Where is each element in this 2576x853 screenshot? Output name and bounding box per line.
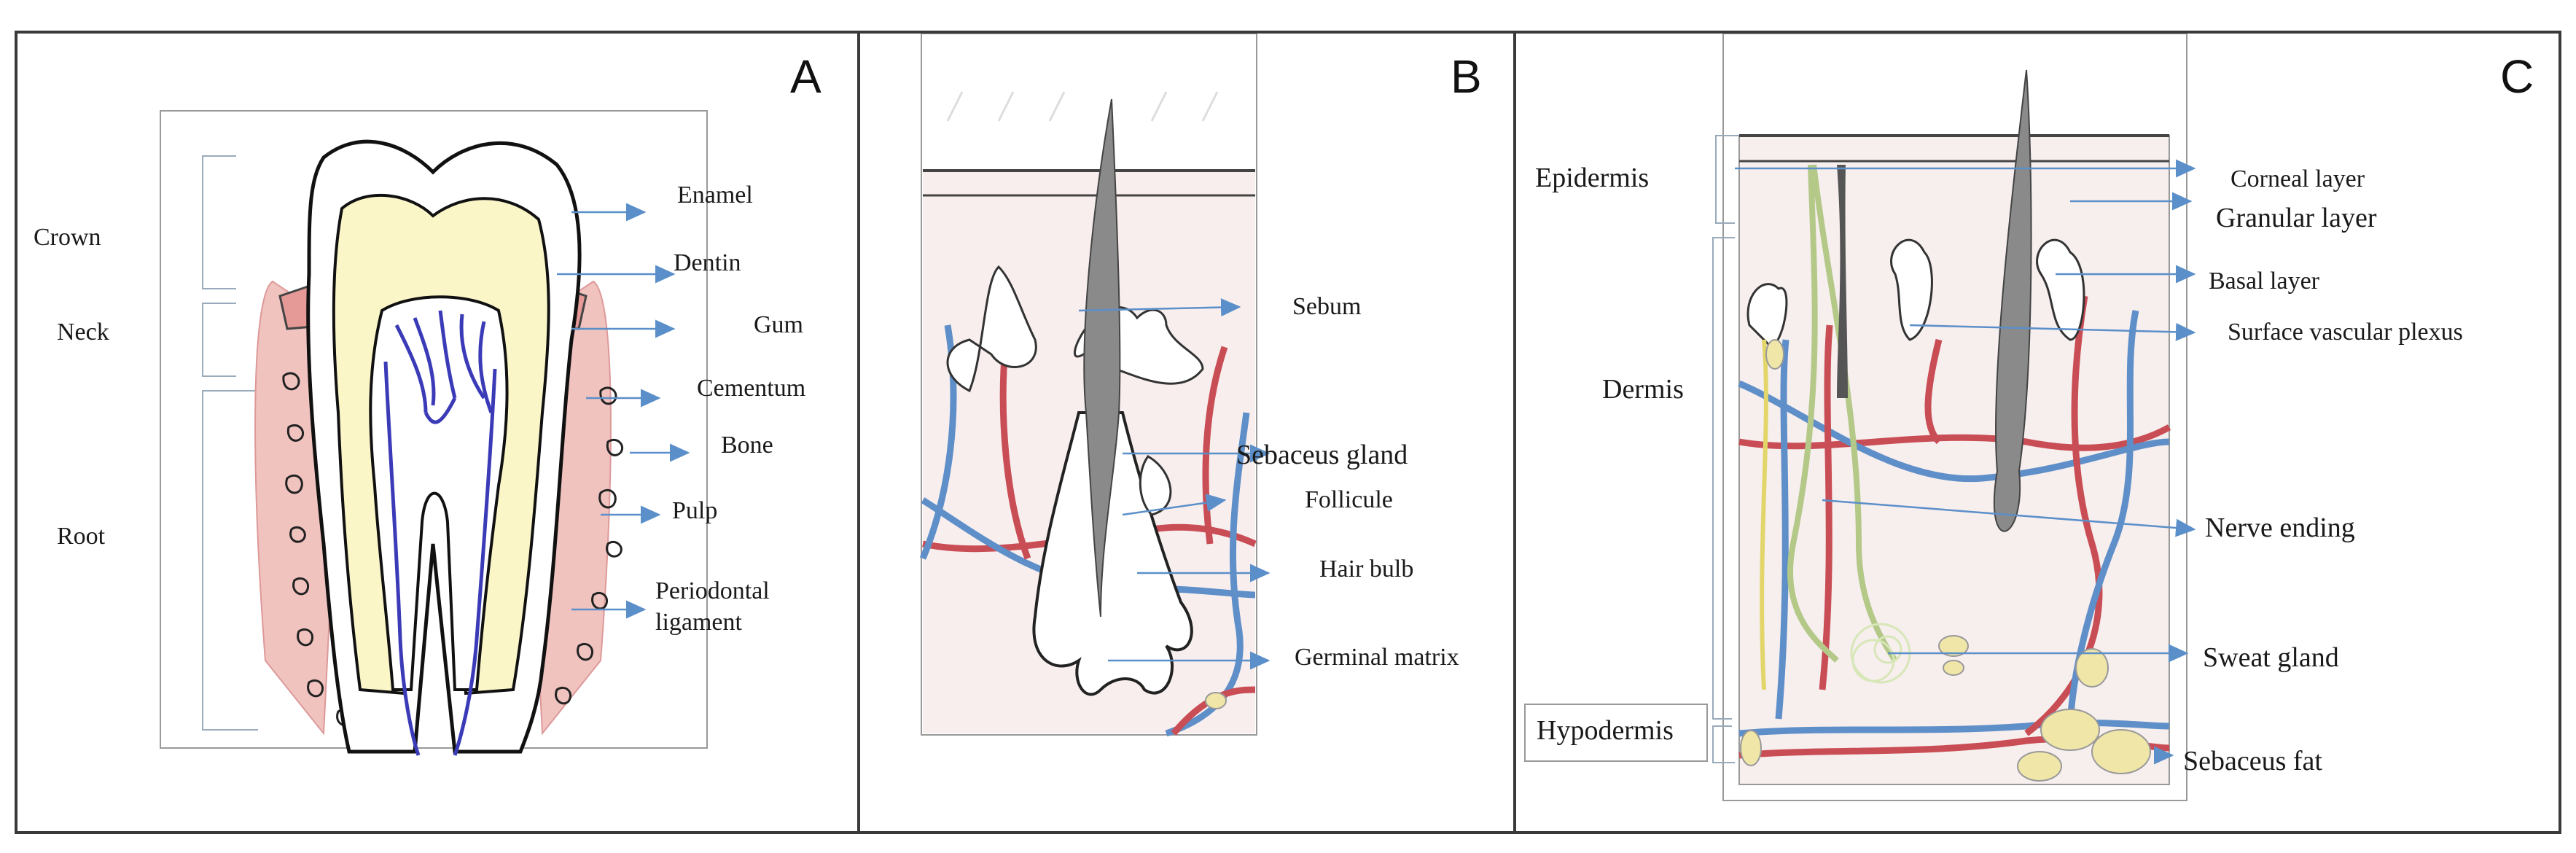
hypodermis-box <box>1524 704 1708 762</box>
panel-c-skin: C <box>1513 31 2561 834</box>
dermal-papillae <box>1746 238 2085 348</box>
label-epidermis: Epidermis <box>1535 163 1649 193</box>
label-arrows <box>557 203 690 619</box>
label-sebaceus-fat: Sebaceus fat <box>2183 746 2322 776</box>
label-gum: Gum <box>754 311 803 338</box>
layer-brackets <box>1712 135 1739 763</box>
label-crown: Crown <box>34 224 101 251</box>
label-pulp: Pulp <box>672 497 717 524</box>
panel-letter: C <box>2500 50 2534 103</box>
hair-shaft <box>1083 98 1121 618</box>
label-surface-vascular-plexus: Surface vascular plexus <box>2228 319 2463 346</box>
label-follicule: Follicule <box>1305 486 1393 513</box>
label-neck: Neck <box>57 319 109 346</box>
label-nerve-ending: Nerve ending <box>2205 513 2355 543</box>
hair-shaft <box>1994 69 2032 532</box>
label-root: Root <box>57 523 106 550</box>
label-arrows <box>1078 298 1271 670</box>
panel-letter: B <box>1451 50 1482 103</box>
sebaceous-gland <box>1139 455 1172 516</box>
label-granular-layer: Granular layer <box>2216 203 2377 233</box>
label-periodontal: Periodontal <box>655 577 770 604</box>
fat-cells <box>1740 339 2151 782</box>
label-bone: Bone <box>721 432 773 459</box>
label-enamel: Enamel <box>677 182 753 209</box>
pulp-nerves <box>383 310 497 756</box>
label-sebum: Sebum <box>1292 293 1361 320</box>
label-dermis: Dermis <box>1602 374 1684 405</box>
label-cementum: Cementum <box>697 375 805 402</box>
label-dentin: Dentin <box>674 249 741 276</box>
surface-hatch <box>946 91 1219 122</box>
panel-a-tooth: A <box>15 31 860 834</box>
label-germinal-matrix: Germinal matrix <box>1295 644 1459 671</box>
label-sebaceus-gland: Sebaceus gland <box>1236 440 1408 470</box>
panel-b-hair-follicle: B <box>857 31 1516 834</box>
tooth-pulp <box>369 295 509 691</box>
yellow-duct <box>1760 339 1768 690</box>
label-corneal-layer: Corneal layer <box>2230 165 2365 192</box>
label-hypodermis: Hypodermis <box>1537 715 1674 746</box>
label-ligament: ligament <box>655 609 743 636</box>
skin-diagram: Epidermis Dermis Hypodermis Corneal laye… <box>1524 34 2463 801</box>
region-brackets <box>202 155 258 731</box>
tooth-diagram: Crown Neck Root Enamel Dentin Gum Cement… <box>34 110 805 756</box>
label-hair-bulb: Hair bulb <box>1319 556 1413 583</box>
hair-follicle-diagram: Sebum Sebaceus gland Follicule Hair bulb… <box>919 34 1459 737</box>
follicle <box>1032 411 1193 696</box>
blood-vessels <box>1738 295 2171 759</box>
label-sweat-gland: Sweat gland <box>2203 642 2339 673</box>
label-arrows <box>1735 159 2196 765</box>
label-basal-layer: Basal layer <box>2209 268 2320 295</box>
panel-letter: A <box>790 50 821 103</box>
